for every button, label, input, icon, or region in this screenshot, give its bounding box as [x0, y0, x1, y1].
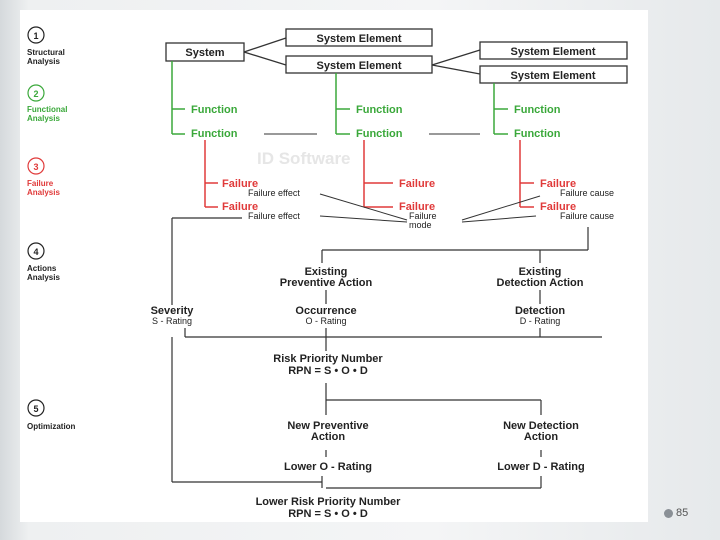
failure-mode-links	[319, 193, 541, 223]
fmea-diagram: ID Software 1 Structural Analysis 2 Func…	[27, 26, 628, 520]
step-3: 3 Failure Analysis	[27, 157, 60, 197]
lower-rpn-title: Lower Risk Priority Number	[256, 496, 402, 508]
step-3-number: 3	[33, 162, 38, 172]
system-element-box-3: System Element	[479, 41, 628, 60]
function-label-4: Function	[356, 128, 403, 140]
severity-label: Severity	[151, 305, 195, 317]
step-5-circle	[27, 399, 45, 417]
step-2: 2 Functional Analysis	[27, 84, 67, 123]
step-1-label-1: Structural	[27, 48, 65, 57]
detection-label: Detection	[515, 305, 565, 317]
step-4: 4 Actions Analysis	[27, 242, 60, 282]
failure-connectors	[204, 140, 534, 208]
step-3-label-2: Analysis	[27, 188, 60, 197]
system-element-box-2: System Element	[285, 55, 433, 74]
step-4-circle	[27, 242, 45, 260]
step-4-label-1: Actions	[27, 264, 57, 273]
system-element-box-2-label: System Element	[317, 60, 402, 72]
function-label-3: Function	[356, 104, 403, 116]
new-preventive-2: Action	[311, 431, 346, 443]
rpn-title: Risk Priority Number	[273, 353, 383, 365]
occurrence-label: Occurrence	[295, 305, 356, 317]
step-1-label-2: Analysis	[27, 57, 60, 66]
page-number: 85	[676, 507, 689, 519]
step-2-label-1: Functional	[27, 105, 67, 114]
step-2-number: 2	[33, 89, 38, 99]
step-5: 5 Optimization	[27, 399, 76, 431]
failure-cause-1: Failure cause	[560, 188, 614, 198]
system-box-label: System	[185, 47, 224, 59]
system-element-box-4-rect	[479, 65, 628, 84]
step-2-circle	[27, 84, 45, 102]
rpn-formula: RPN = S • O • D	[288, 365, 368, 377]
actions-connectors	[171, 217, 602, 489]
failure-label-1: Failure	[222, 178, 258, 190]
system-element-box-1: System Element	[285, 28, 433, 47]
lower-rpn-formula: RPN = S • O • D	[288, 508, 368, 520]
failure-label-5: Failure	[540, 178, 576, 190]
page-dot-icon	[664, 509, 673, 518]
existing-detection-1: Existing	[519, 266, 562, 278]
failure-label-6: Failure	[540, 201, 576, 213]
failure-cause-2: Failure cause	[560, 211, 614, 221]
step-5-number: 5	[33, 404, 38, 414]
function-label-1: Function	[191, 104, 238, 116]
failure-label-2: Failure	[222, 201, 258, 213]
existing-detection-2: Detection Action	[497, 277, 584, 289]
step-3-circle	[27, 157, 45, 175]
step-5-label-1: Optimization	[27, 422, 76, 431]
system-element-box-1-rect	[285, 28, 433, 47]
step-2-label-2: Analysis	[27, 114, 60, 123]
failure-mode-1: Failure	[409, 211, 437, 221]
lower-d-rating: Lower D - Rating	[497, 461, 584, 473]
failure-label-3: Failure	[399, 178, 435, 190]
step-4-number: 4	[33, 247, 38, 257]
failure-effect-1: Failure effect	[248, 188, 300, 198]
lower-o-rating: Lower O - Rating	[284, 461, 372, 473]
failure-effect-2: Failure effect	[248, 211, 300, 221]
structure-connectors	[243, 37, 481, 75]
step-1-number: 1	[33, 31, 38, 41]
failure-mode-2: mode	[409, 220, 432, 230]
severity-rating: S - Rating	[152, 316, 192, 326]
step-3-label-1: Failure	[27, 179, 54, 188]
detection-rating: D - Rating	[520, 316, 561, 326]
step-4-label-2: Analysis	[27, 273, 60, 282]
function-connectors	[171, 61, 508, 135]
existing-preventive-2: Preventive Action	[280, 277, 373, 289]
system-element-box-2-rect	[285, 55, 433, 74]
existing-preventive-1: Existing	[305, 266, 348, 278]
step-1-circle	[27, 26, 45, 44]
function-label-2: Function	[191, 128, 238, 140]
function-label-5: Function	[514, 104, 561, 116]
occurrence-rating: O - Rating	[305, 316, 346, 326]
system-element-box-3-label: System Element	[511, 46, 596, 58]
new-detection-1: New Detection	[503, 420, 579, 432]
system-box-rect	[165, 42, 245, 62]
step-1: 1 Structural Analysis	[27, 26, 65, 66]
system-box: System	[165, 42, 245, 62]
system-element-box-3-rect	[479, 41, 628, 60]
failure-label-4: Failure	[399, 201, 435, 213]
system-element-box-1-label: System Element	[317, 33, 402, 45]
function-label-6: Function	[514, 128, 561, 140]
new-preventive-1: New Preventive	[287, 420, 368, 432]
new-detection-2: Action	[524, 431, 559, 443]
system-element-box-4-label: System Element	[511, 70, 596, 82]
slide: ID Software 1 Structural Analysis 2 Func…	[20, 10, 648, 522]
system-element-box-4: System Element	[479, 65, 628, 84]
watermark: ID Software	[257, 149, 351, 168]
